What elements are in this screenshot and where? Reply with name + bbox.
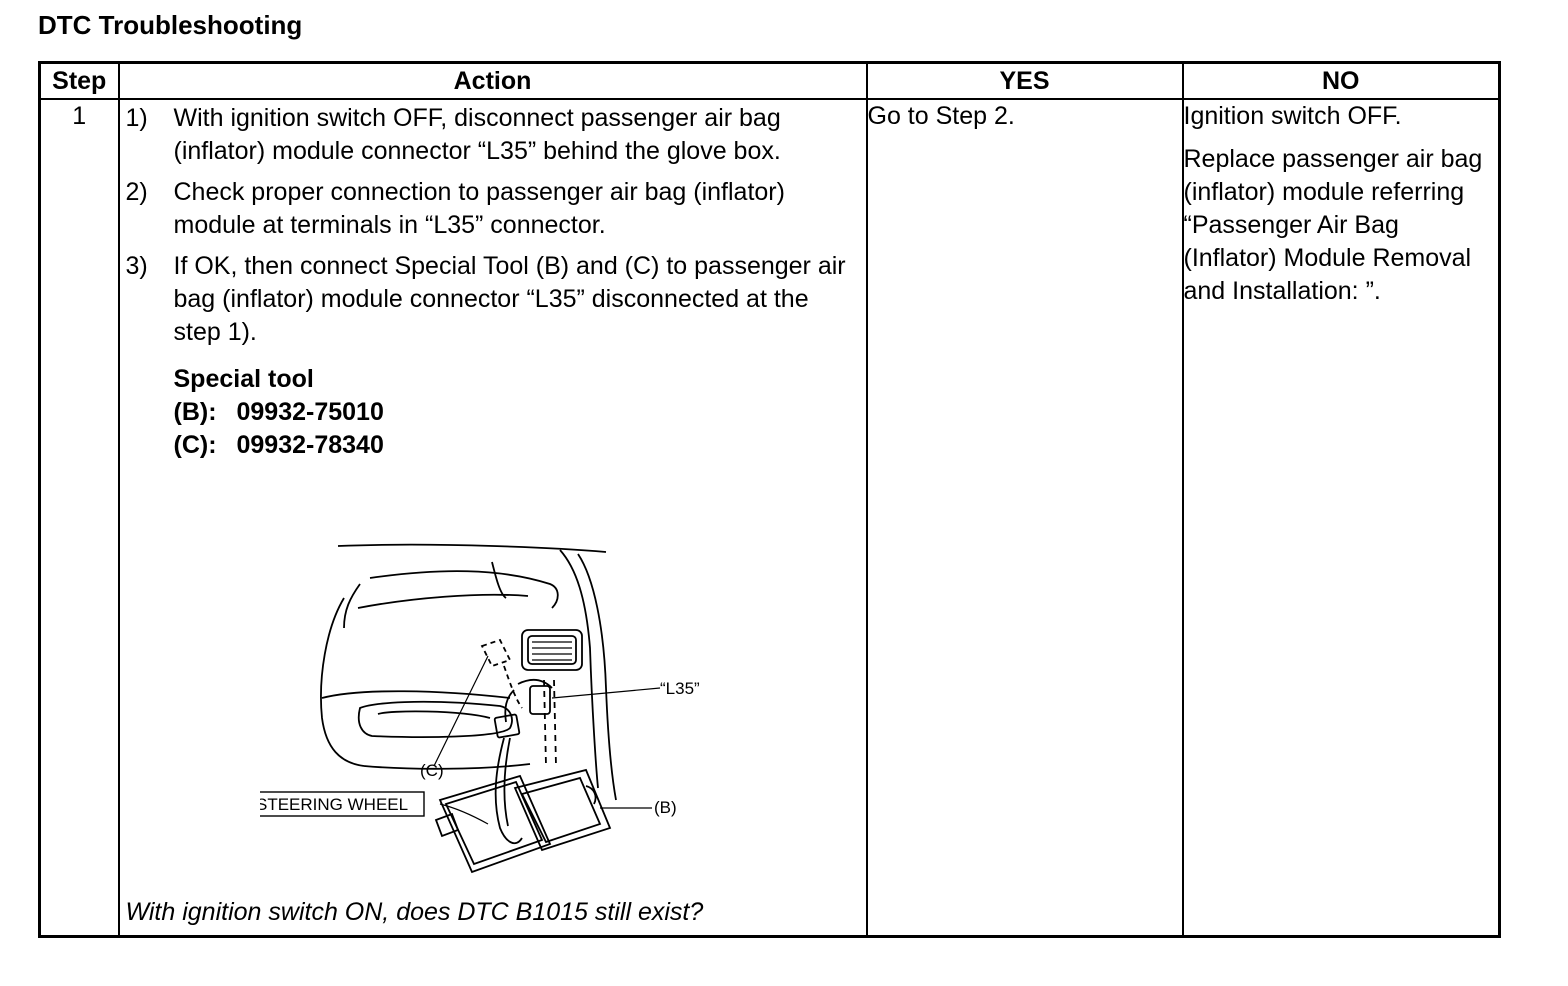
action-step-text: Check proper connection to passenger air… [173, 178, 785, 239]
action-step: 3) If OK, then connect Special Tool (B) … [126, 250, 866, 349]
tool-code: 09932-78340 [236, 431, 384, 459]
special-tool-block: Special tool (B): 09932-75010 (C): 09932… [174, 363, 866, 462]
yes-cell: Go to Step 2. [865, 98, 1184, 938]
table-row: 1 1) With ignition switch OFF, disconnec… [38, 98, 1501, 938]
label-steering-wheel: STEERING WHEEL [260, 795, 408, 814]
special-tool-item: (C): 09932-78340 [174, 429, 866, 462]
label-tool-b: (B) [654, 798, 677, 817]
action-step-text: If OK, then connect Special Tool (B) and… [173, 252, 846, 346]
action-step: 2) Check proper connection to passenger … [126, 176, 866, 242]
action-steps: 1) With ignition switch OFF, disconnect … [126, 102, 866, 349]
header-yes: YES [865, 61, 1184, 100]
dtc-table: Step Action YES NO 1 1) With ignition sw… [38, 61, 1501, 938]
tool-key: (C): [173, 431, 217, 459]
tool-code: 09932-75010 [236, 398, 384, 426]
header-action: Action [117, 61, 868, 100]
step-number: 1 [38, 98, 120, 938]
page-title: DTC Troubleshooting [38, 10, 303, 40]
header-step: Step [38, 61, 120, 100]
action-step-text: With ignition switch OFF, disconnect pas… [173, 104, 781, 165]
label-tool-c: (C) [420, 761, 444, 780]
no-instruction: Replace passenger air bag (inflator) mod… [1183, 145, 1483, 305]
action-cell: 1) With ignition switch OFF, disconnect … [117, 98, 868, 938]
header-no: NO [1181, 61, 1501, 100]
action-step-number: 1) [125, 104, 148, 132]
diagnostic-question: With ignition switch ON, does DTC B1015 … [125, 898, 704, 926]
action-step: 1) With ignition switch OFF, disconnect … [126, 102, 866, 168]
no-instruction: Ignition switch OFF. [1183, 102, 1402, 130]
connector-location-illustration: “L35” (C) STEERING WHEEL (B) [259, 543, 700, 874]
no-cell: Ignition switch OFF. Replace passenger a… [1181, 98, 1501, 938]
label-l35: “L35” [660, 679, 700, 698]
special-tool-heading: Special tool [173, 365, 314, 393]
tool-key: (B): [173, 398, 217, 426]
table-header-row: Step Action YES NO [38, 61, 1501, 100]
special-tool-item: (B): 09932-75010 [174, 396, 866, 429]
action-step-number: 3) [125, 252, 148, 280]
action-step-number: 2) [125, 178, 148, 206]
